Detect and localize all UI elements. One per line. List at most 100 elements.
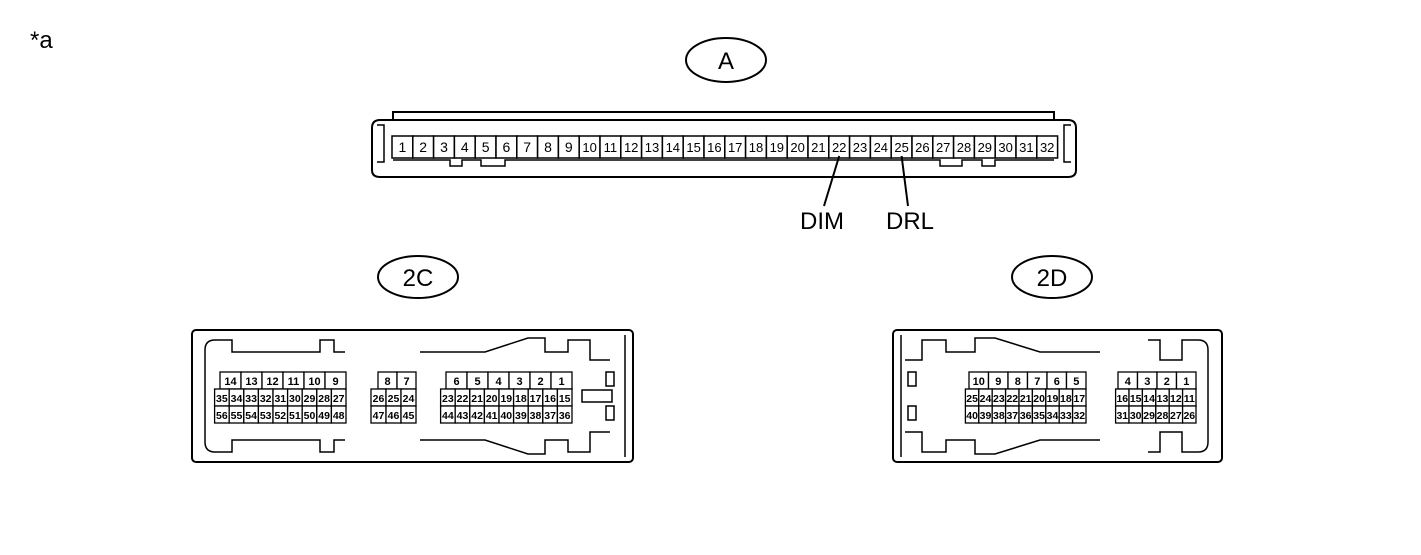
svg-text:27: 27 (936, 140, 950, 155)
svg-text:16: 16 (544, 393, 556, 405)
svg-text:37: 37 (1006, 410, 1018, 422)
connector-2d-pin: 26 (1181, 405, 1197, 424)
svg-text:40: 40 (500, 410, 512, 422)
svg-text:48: 48 (333, 410, 345, 422)
connector-2c-pin: 33 (243, 388, 260, 407)
connector-a-pin: 11 (599, 135, 622, 159)
svg-text:39: 39 (980, 410, 992, 422)
svg-text:36: 36 (559, 410, 571, 422)
connector-2d-pin: 16 (1114, 388, 1130, 407)
connector-a-pin: 17 (724, 135, 747, 159)
svg-text:25: 25 (894, 140, 908, 155)
connector-2c-pin: 54 (243, 405, 260, 424)
svg-text:9: 9 (995, 376, 1001, 388)
connector-2c-pin: 24 (400, 388, 417, 407)
connector-2c-pin: 21 (469, 388, 486, 407)
connector-2d-pin: 24 (978, 388, 993, 407)
connector-a-pin: 1 (391, 135, 414, 159)
connector-2c-pin: 13 (240, 371, 263, 390)
svg-text:29: 29 (1143, 410, 1155, 422)
connector-2d-pin: 37 (1004, 405, 1020, 424)
svg-text:37: 37 (544, 410, 556, 422)
connector-2d-pin: 7 (1026, 371, 1048, 390)
svg-text:24: 24 (874, 140, 888, 155)
svg-text:14: 14 (224, 376, 237, 388)
svg-text:34: 34 (231, 393, 243, 405)
svg-text:49: 49 (318, 410, 330, 422)
connector-2d-pin: 29 (1141, 405, 1157, 424)
connector-2c-pin: 36 (556, 405, 573, 424)
connector-2d-pin: 1 (1175, 371, 1197, 390)
connector-a-pin: 20 (786, 135, 809, 159)
connector-a-callout-label: DIM (800, 208, 844, 235)
connector-2d-pin: 40 (964, 405, 980, 424)
svg-text:26: 26 (373, 393, 385, 405)
connector-2c-pin: 1 (550, 371, 573, 390)
connector-2c-pin: 16 (542, 388, 559, 407)
svg-text:32: 32 (260, 393, 272, 405)
svg-text:4: 4 (495, 376, 502, 388)
connector-2c-pin: 50 (301, 405, 318, 424)
svg-text:8: 8 (1015, 376, 1021, 388)
svg-text:19: 19 (1047, 393, 1059, 405)
svg-text:22: 22 (457, 393, 469, 405)
svg-text:1: 1 (1183, 376, 1189, 388)
svg-text:11: 11 (604, 140, 618, 155)
connector-2c-pin: 11 (282, 371, 305, 390)
svg-text:32: 32 (1040, 140, 1054, 155)
connector-a-pin: 4 (453, 135, 476, 159)
svg-text:5: 5 (1073, 376, 1079, 388)
connector-2c-pin: 23 (439, 388, 456, 407)
svg-text:9: 9 (565, 139, 573, 155)
connector-2c-pin: 19 (498, 388, 515, 407)
connector-2c-pin: 28 (316, 388, 333, 407)
connector-a-callout: DRL (886, 155, 934, 235)
svg-text:5: 5 (474, 376, 480, 388)
svg-text:30: 30 (1130, 410, 1142, 422)
svg-text:17: 17 (1073, 393, 1085, 405)
svg-text:28: 28 (318, 393, 330, 405)
svg-text:15: 15 (686, 140, 700, 155)
connector-2c-pin: 20 (483, 388, 500, 407)
connector-a-pin: 30 (994, 135, 1017, 159)
connector-a-pin: 28 (952, 135, 976, 159)
connector-2d-pin: 10 (968, 371, 990, 390)
svg-text:33: 33 (245, 393, 257, 405)
svg-text:14: 14 (1143, 393, 1155, 405)
svg-text:20: 20 (1033, 393, 1045, 405)
connector-2c-pin: 55 (228, 405, 245, 424)
connector-a-callout-label: DRL (886, 208, 934, 235)
connector-a-pin: 21 (807, 135, 830, 159)
svg-text:42: 42 (471, 410, 483, 422)
svg-text:30: 30 (289, 393, 301, 405)
connector-2c-pin: 14 (219, 371, 242, 390)
connector-2d-label: 2D (1037, 265, 1068, 292)
svg-text:31: 31 (1116, 410, 1128, 422)
svg-text:39: 39 (515, 410, 527, 422)
connector-2c-pin: 6 (445, 371, 468, 390)
svg-text:2: 2 (537, 376, 543, 388)
connector-2d-pin: 33 (1058, 405, 1074, 424)
connector-a-pin: 24 (869, 135, 892, 159)
connector-2d-housing (892, 329, 1223, 463)
svg-text:20: 20 (486, 393, 498, 405)
connector-a-pin: 9 (557, 135, 580, 159)
svg-text:2: 2 (419, 139, 427, 155)
connector-2c-pin: 8 (377, 371, 398, 390)
connector-2c-pin: 39 (512, 405, 529, 424)
connector-2d-pin: 4 (1117, 371, 1139, 390)
connector-a-pin: 22 (828, 135, 851, 159)
connector-2d-pin: 19 (1045, 388, 1060, 407)
svg-text:18: 18 (749, 140, 763, 155)
connector-2c-pin: 40 (498, 405, 515, 424)
svg-text:3: 3 (440, 139, 448, 155)
connector-2c-pin: 26 (370, 388, 387, 407)
svg-text:6: 6 (453, 376, 459, 388)
connector-2d-pin: 13 (1155, 388, 1170, 407)
svg-text:26: 26 (915, 140, 929, 155)
